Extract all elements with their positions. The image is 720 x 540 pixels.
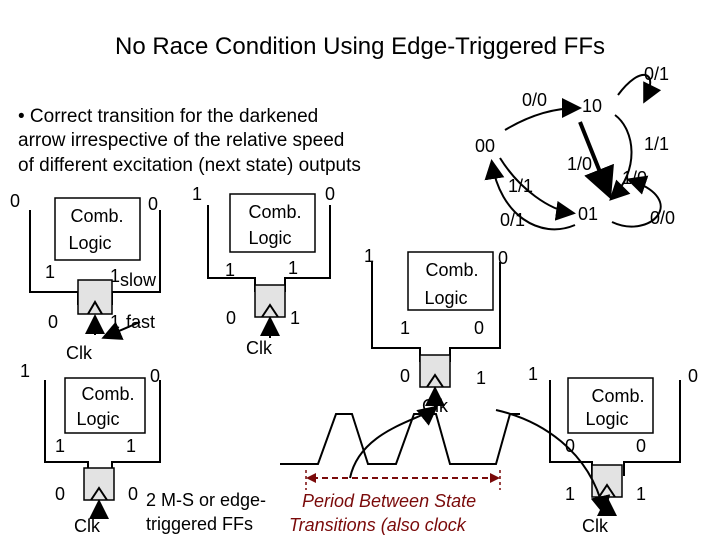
transition-01-self: 1/0 [622, 168, 647, 188]
bit-label: 0 [48, 312, 58, 332]
bit-label: 0 [400, 366, 410, 386]
comb-logic-box [229, 193, 316, 253]
comb-logic-box [64, 377, 146, 434]
transition-01-out: 0/0 [650, 208, 675, 228]
state-diagram: 00 10 01 0/0 0/1 1/1 1/0 1/0 1/1 0/1 0/0 [475, 64, 675, 231]
slide-title: No Race Condition Using Edge-Triggered F… [115, 33, 605, 60]
bit-label: 1 [528, 364, 538, 384]
comb-logic-box [54, 197, 141, 261]
bit-label: 1 [20, 361, 30, 381]
clk-label: Clk [246, 338, 273, 358]
state-10: 10 [582, 96, 602, 116]
clk-label: Clk [582, 516, 609, 536]
bit-label: 1 [288, 258, 298, 278]
bullet-line-1: • Correct transition for the darkened [18, 106, 318, 127]
bit-label: 1 [565, 484, 575, 504]
flip-flop [254, 284, 286, 318]
bullet-line-3: of different excitation (next state) out… [18, 155, 361, 176]
comb-label-line1: Comb. [591, 386, 644, 406]
bit-label: 0 [128, 484, 138, 504]
bit-label: 0 [226, 308, 236, 328]
bit-label: 1 [364, 246, 374, 266]
bullet-line-2: arrow irrespective of the relative speed [18, 130, 344, 151]
bit-label: 1 [192, 184, 202, 204]
bit-label: 0 [150, 366, 160, 386]
transition-10-self: 0/1 [644, 64, 669, 84]
bit-label: 0 [325, 184, 335, 204]
bit-label: 0 [10, 191, 20, 211]
comb-label-line2: Logic [76, 409, 119, 429]
clock-waveform: Period Between State Transitions (also c… [280, 413, 520, 535]
flip-flop [83, 467, 115, 501]
bit-label: 0 [565, 436, 575, 456]
bit-label: 0 [498, 248, 508, 268]
clk-label: Clk [66, 343, 93, 363]
clk-label: Clk [74, 516, 101, 536]
comb-logic-box [567, 377, 654, 434]
flip-flop [419, 354, 451, 388]
bit-label: 0 [474, 318, 484, 338]
period-caption-line1: Period Between State [302, 491, 476, 511]
state-00: 00 [475, 136, 495, 156]
circuit-e: Comb. Logic 1 0 0 0 1 1 Clk [528, 364, 698, 536]
circuit-a: Comb. Logic 0 0 1 1 slow 0 1 fast Clk [10, 191, 161, 363]
bit-label: 1 [110, 266, 120, 286]
bit-label: 1 [636, 484, 646, 504]
transition-00-01: 1/1 [508, 176, 533, 196]
circuit-b: Comb. Logic 1 0 1 1 0 1 Clk [192, 184, 335, 358]
fast-label: fast [126, 312, 155, 332]
slow-label: slow [120, 270, 157, 290]
comb-label-line1: Comb. [248, 202, 301, 222]
state-01: 01 [578, 204, 598, 224]
bit-label: 1 [126, 436, 136, 456]
note-line2: triggered FFs [146, 514, 253, 534]
transition-00-10: 0/0 [522, 90, 547, 110]
bit-label: 1 [290, 308, 300, 328]
circuit-c: Comb. Logic 1 0 1 0 0 1 Clk [364, 246, 508, 416]
transition-01-10: 1/0 [567, 154, 592, 174]
comb-label-line2: Logic [424, 288, 467, 308]
note-line1: 2 M-S or edge- [146, 490, 266, 510]
comb-label-line2: Logic [68, 233, 111, 253]
transition-01-00: 0/1 [500, 210, 525, 230]
bit-label: 1 [55, 436, 65, 456]
transition-10-01: 1/1 [644, 134, 669, 154]
bit-label: 0 [55, 484, 65, 504]
comb-logic-box [407, 251, 494, 311]
bit-label: 1 [110, 312, 120, 332]
comb-label-line1: Comb. [81, 384, 134, 404]
flip-flop [591, 464, 623, 498]
flip-flop [77, 279, 113, 315]
bit-label: 0 [636, 436, 646, 456]
comb-label-line2: Logic [248, 228, 291, 248]
bit-label: 1 [476, 368, 486, 388]
bit-label: 1 [225, 260, 235, 280]
bit-label: 1 [400, 318, 410, 338]
comb-label-line1: Comb. [70, 206, 123, 226]
circuit-d: Comb. Logic 1 0 1 1 0 0 2 M-S or edge- t… [20, 361, 266, 536]
comb-label-line2: Logic [585, 409, 628, 429]
bit-label: 0 [688, 366, 698, 386]
bit-label: 0 [148, 194, 158, 214]
comb-label-line1: Comb. [425, 260, 478, 280]
period-caption-line2: Transitions (also clock [289, 515, 467, 535]
bit-label: 1 [45, 262, 55, 282]
